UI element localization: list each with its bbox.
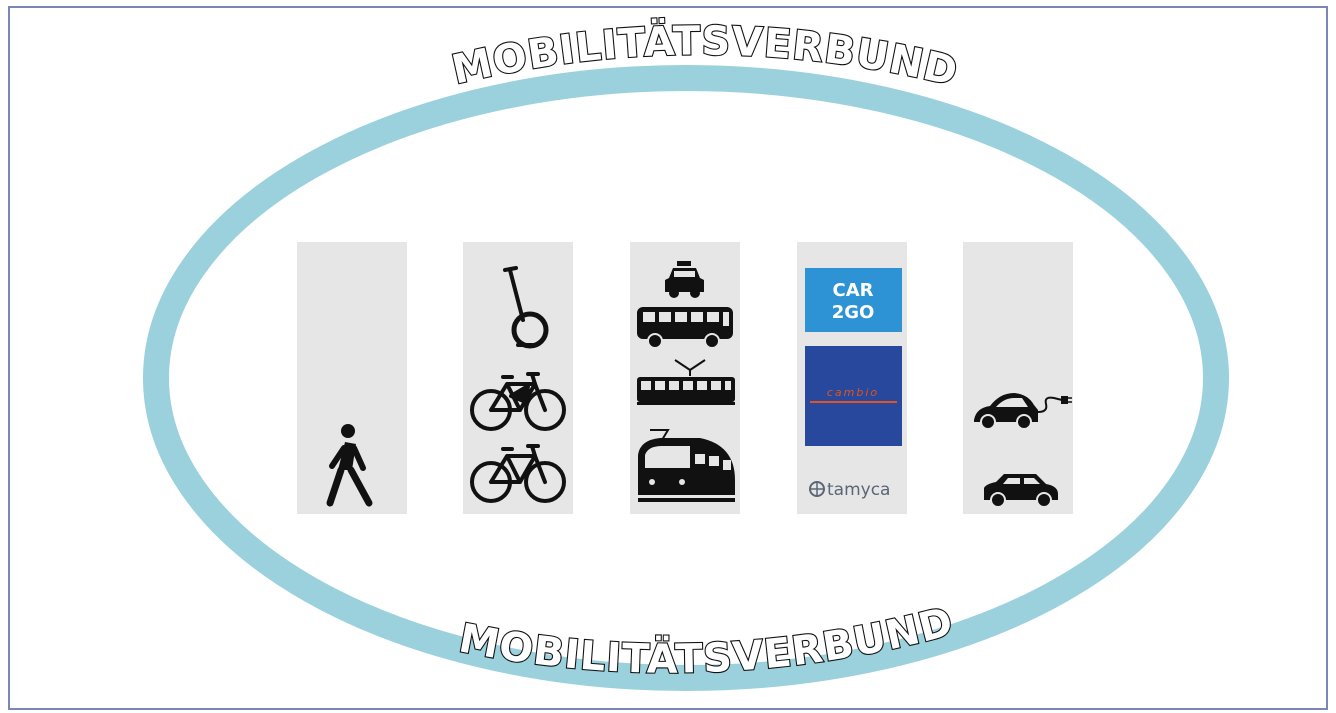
car2go-logo: CAR 2GO bbox=[805, 268, 902, 332]
pedestrian-icon bbox=[326, 424, 373, 507]
column-carsharing: CAR 2GO cambio tamyca bbox=[797, 242, 907, 514]
bicycle-icon bbox=[470, 444, 566, 503]
column-public-transport bbox=[630, 242, 740, 514]
tram-icon bbox=[637, 359, 735, 405]
car-icon bbox=[984, 474, 1058, 508]
svg-text:cambio: cambio bbox=[827, 386, 879, 399]
column-car bbox=[963, 242, 1073, 514]
tamyca-logo: tamyca bbox=[809, 480, 890, 500]
svg-text:CAR: CAR bbox=[832, 280, 873, 301]
column-walk bbox=[297, 242, 407, 514]
segway-icon bbox=[503, 266, 549, 349]
svg-text:2GO: 2GO bbox=[832, 302, 875, 323]
taxi-icon bbox=[665, 261, 704, 298]
cambio-logo: cambio bbox=[805, 346, 902, 446]
svg-text:tamyca: tamyca bbox=[827, 480, 890, 500]
column-bike bbox=[463, 242, 573, 514]
mobility-ring bbox=[143, 65, 1229, 691]
bus-icon bbox=[637, 307, 733, 349]
train-icon bbox=[638, 429, 735, 502]
electric-car-icon bbox=[974, 393, 1072, 430]
e-bike-icon bbox=[470, 372, 566, 431]
